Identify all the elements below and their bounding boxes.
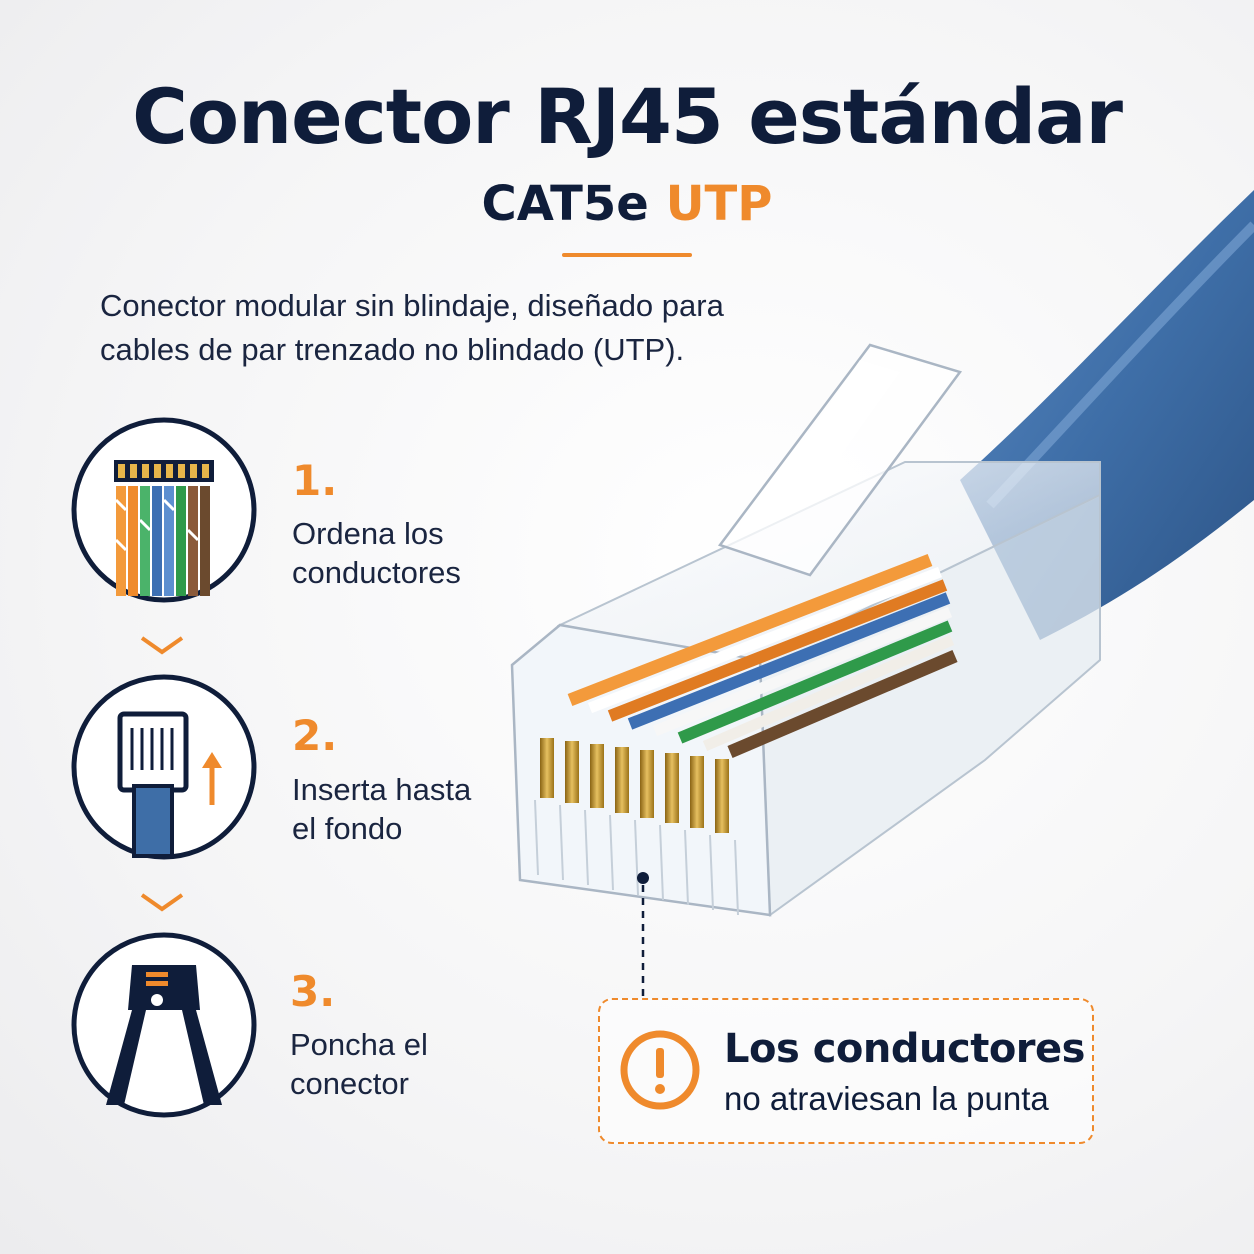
page-title: Conector RJ45 estándar: [132, 72, 1123, 161]
step-2-line-1: Inserta hasta: [292, 772, 472, 807]
callout-subtitle: no atraviesan la punta: [724, 1080, 1049, 1117]
subtitle-category: CAT5e: [481, 176, 649, 232]
chevron-down-icon: [140, 636, 184, 655]
title-divider: [562, 253, 692, 257]
step-3-text: Poncha el conector: [290, 1025, 530, 1103]
description-text: Conector modular sin blindaje, diseñado …: [100, 288, 724, 367]
step-1-number: 1.: [292, 456, 338, 505]
step-1-icon: [71, 417, 257, 603]
step-3-line-2: conector: [290, 1066, 409, 1101]
step-2-number: 2.: [292, 711, 338, 760]
step-1-text: Ordena los conductores: [292, 514, 532, 592]
subtitle-type: UTP: [665, 176, 773, 232]
step-2-icon: [71, 674, 257, 860]
callout-leader: [637, 872, 649, 998]
page-subtitle: CAT5e UTP: [0, 176, 1254, 232]
gold-contacts: [540, 738, 729, 833]
chevron-down-icon: [140, 893, 184, 912]
rj45-connector: [510, 343, 1101, 917]
twisted-pair-wires: [567, 553, 958, 758]
step-3-number: 3.: [290, 967, 336, 1016]
step-2-line-2: el fondo: [292, 811, 403, 846]
step-3-line-1: Poncha el: [290, 1027, 428, 1062]
callout-title: Los conductores: [724, 1026, 1085, 1072]
warning-callout: Los conductores no atraviesan la punta: [598, 998, 1094, 1144]
step-2-text: Inserta hasta el fondo: [292, 770, 532, 848]
step-1-line-2: conductores: [292, 555, 461, 590]
step-3-icon: [71, 932, 257, 1118]
warning-icon: [620, 1030, 700, 1110]
step-1-line-1: Ordena los: [292, 516, 444, 551]
